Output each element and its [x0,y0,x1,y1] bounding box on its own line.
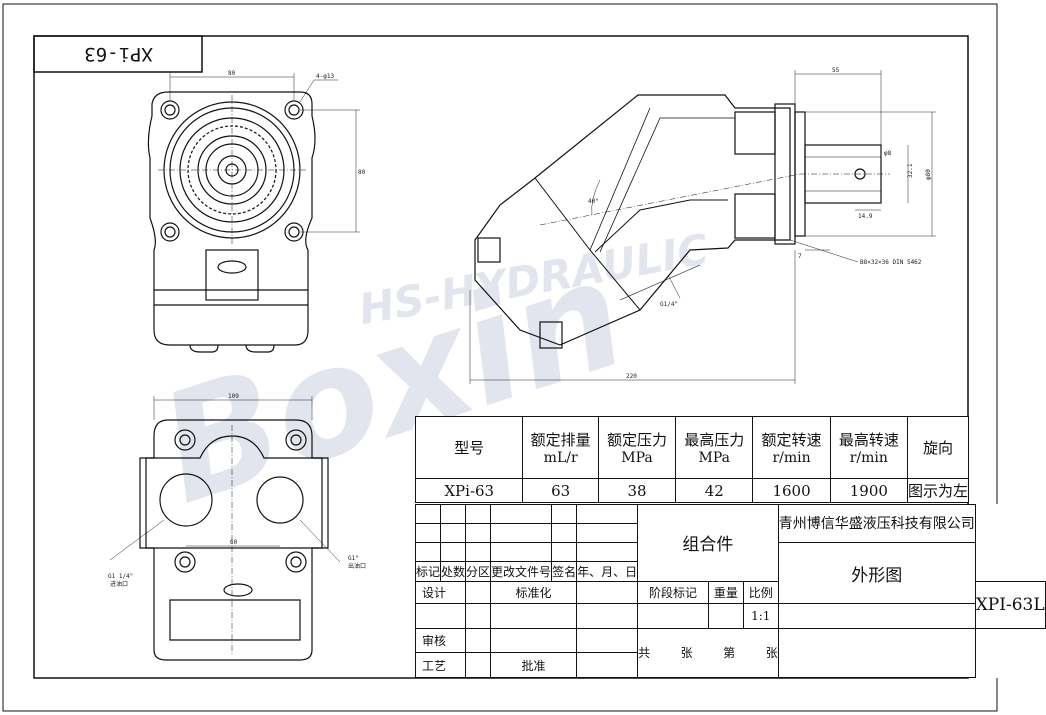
drawing-number: XPI-63L [974,580,1046,629]
title-block: 组合件 青州博信华盛液压科技有限公司 外形图 标记 处数 分区 更改文件号 签名… [414,504,1046,679]
front-view [147,91,316,353]
bottom-hole-bl [174,551,196,573]
assembly-label: 组合件 [637,504,779,582]
side-view [474,94,890,349]
front-housing [147,91,316,346]
standardize-label: 标准化 [490,580,578,605]
drawing-type: 外形图 [777,541,976,605]
dim-side-55: 55 [832,67,840,74]
side-flange [774,103,796,245]
dim-inlet-port: G1 1/4" [108,573,133,580]
mark-row-cell: 处数 [440,560,467,582]
spec-header-rotation: 旋向 [906,416,970,479]
spec-rated-speed: 1600 [752,478,831,503]
front-port [217,260,247,274]
label-box [33,35,203,73]
spec-displacement: 63 [522,478,599,503]
process-label: 工艺 [414,652,467,678]
dim-front-holes: 4-φ13 [316,73,334,80]
bottom-hole-br [285,551,307,573]
side-dimensions [469,70,936,384]
spec-header-model: 型号 [414,416,524,479]
sheet-count: 共 张 第 张 [637,627,779,679]
front-dimensions [169,73,360,233]
dim-side-d80: φ80 [925,169,932,180]
bottom-dimensions [109,396,341,563]
drawing-sheet: Boxin HS-HYDRAULIC 80 80 4-φ13 [2,3,998,712]
bottom-port-plate [145,435,323,549]
dim-outlet-name: 出油口 [348,562,366,570]
scale-label: 比例 [742,580,779,605]
weight-label: 重量 [708,580,744,605]
front-port-block [205,249,259,301]
outer-border [2,3,998,712]
spec-model: XPi-63 [414,478,524,503]
spec-value-row: XPi-63 63 38 42 1600 1900 图示为左 [414,478,970,503]
front-hole-bl [160,222,180,242]
dim-front-height: 80 [358,169,366,176]
dim-side-321: 32.1 [907,163,914,178]
bottom-housing [139,419,329,661]
stage-mark-label: 阶段标记 [637,580,710,605]
side-port-boss [477,237,501,263]
bottom-outlet-port [256,476,304,524]
bottom-inlet-port [159,473,213,527]
inner-border [33,35,969,679]
drawing-label: XPi-63 [84,43,153,65]
dim-outlet-port: G1" [348,555,359,562]
bottom-hole-tr [285,429,307,451]
mark-row-cell: 年、月、日 [576,560,639,582]
dim-front-width: 80 [228,70,236,77]
dim-inlet-name: 进油口 [110,580,128,588]
side-drain-boss [539,321,563,349]
mark-row-cell: 标记 [414,560,442,582]
spec-rated-pressure: 38 [597,478,677,503]
bottom-hole-tl [174,429,196,451]
dim-bottom-ports: 60 [230,539,238,546]
mark-row-cell: 签名 [551,560,578,582]
dim-side-d8: φ8 [884,150,892,157]
mark-row-cell: 分区 [465,560,492,582]
side-boss-lower [734,193,776,239]
scale-value: 1:1 [742,603,779,629]
mark-row: 标记 处数 分区 更改文件号 签名 年、月、日 [414,560,1046,582]
spec-max-speed: 1900 [829,478,908,503]
spec-max-pressure: 42 [675,478,754,503]
review-label: 审核 [414,627,467,654]
dim-side-angle: 40° [588,198,599,205]
approve-label: 批准 [490,652,578,678]
dim-side-port: G1/4" [660,301,678,308]
side-boss-upper [734,111,776,155]
front-hole-tl [160,100,180,120]
dim-side-spline: B8×32×36 DIN 5462 [860,259,922,266]
company-name: 青州博信华盛液压科技有限公司 [777,504,976,543]
dim-side-length: 220 [626,373,637,380]
dim-side-7: 7 [798,253,802,260]
design-label: 设计 [414,580,467,605]
bottom-drain [223,583,253,597]
spec-rotation: 图示为左 [906,478,970,503]
dim-side-149: 14.9 [858,213,873,220]
mark-row-cell: 更改文件号 [490,560,553,582]
dim-bottom-width: 109 [228,393,239,400]
bottom-view [139,419,329,661]
